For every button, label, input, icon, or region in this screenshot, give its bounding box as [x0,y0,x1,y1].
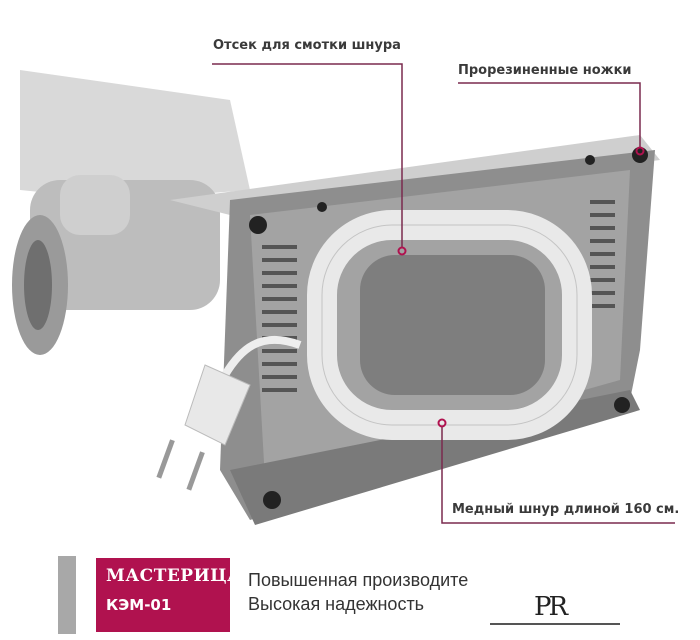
callout-cord-storage: Отсек для смотки шнура [213,38,401,53]
brand-badge: МАСТЕРИЦА КЭМ-01 [96,558,241,632]
brand-model: КЭМ-01 [106,596,172,614]
pr-logo-underline [490,623,620,625]
brand-name: МАСТЕРИЦА [106,566,242,586]
grinder-body [20,70,250,200]
callout-rubber-feet: Прорезиненные ножки [458,63,632,78]
grinder-plate [24,240,52,330]
power-cord [221,335,302,378]
power-plug [184,364,251,446]
callout-lines [212,63,675,524]
vents-right [590,200,615,308]
callout-dots [397,146,645,428]
label-plate [360,255,545,395]
feature-item: Высокая надежность [248,594,425,614]
pr-logo-letters: PR [534,592,568,622]
decorative-bar [58,556,76,634]
callout-copper-cord: Медный шнур длиной 160 см. [452,502,680,517]
grinder-neck [60,175,130,235]
feature-item: Повышенная производите [248,570,469,590]
pr-logo: PR [490,592,630,628]
feature-list: Повышенная производите Высокая надежност… [248,568,484,628]
